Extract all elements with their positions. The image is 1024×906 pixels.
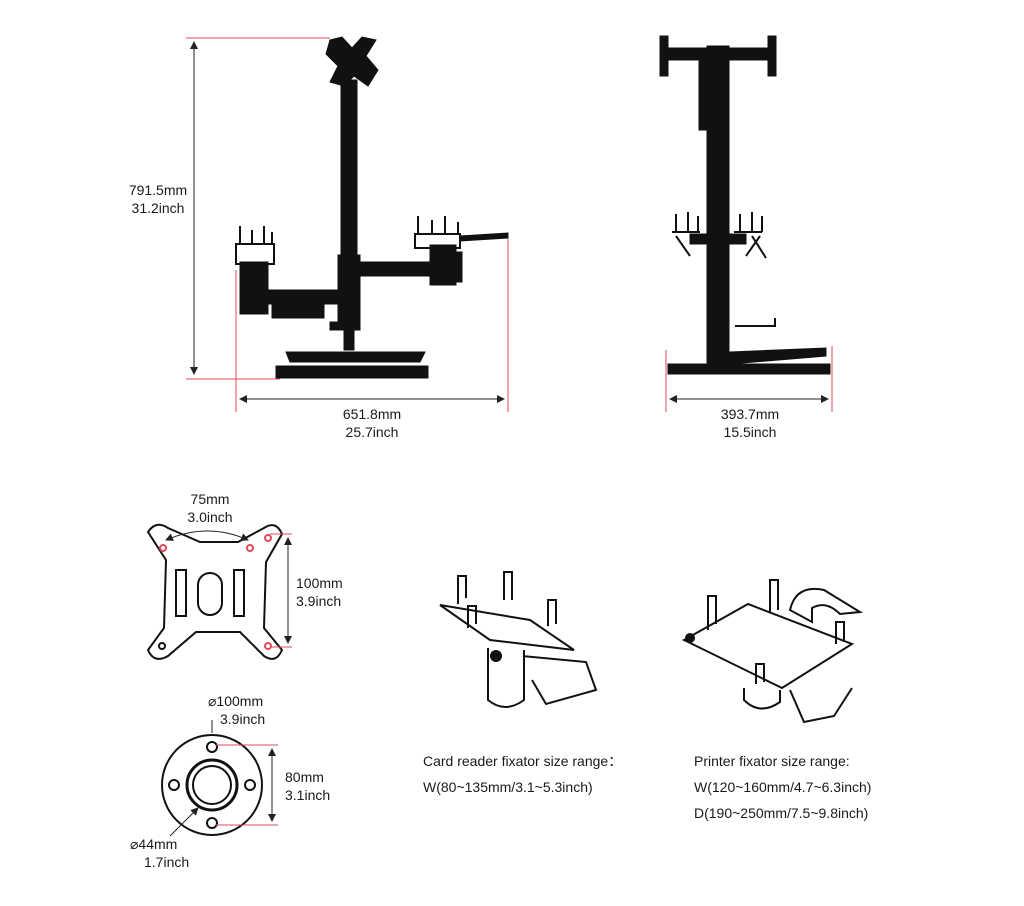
vesa-vertical-label: 100mm 3.9inch	[296, 574, 343, 610]
side-width-label: 651.8mm 25.7inch	[322, 405, 422, 441]
card-reader-fixator	[439, 571, 598, 708]
height-inch: 31.2inch	[131, 200, 185, 216]
side-view-dimensions	[186, 37, 509, 412]
front-base-slope	[729, 347, 827, 365]
flange-outer-diameter-mm: ⌀100mm	[208, 693, 264, 709]
vesa-vertical-inch: 3.9inch	[296, 593, 342, 609]
flange-inner-diameter-inch: 1.7inch	[144, 854, 190, 870]
printer-width-range: W(120~160mm/4.7~6.3inch)	[694, 779, 872, 795]
flange-hole-spacing-mm: 80mm	[285, 769, 324, 785]
vesa-horizontal-inch: 3.0inch	[187, 509, 233, 525]
printer-caption-block: Printer fixator size range: W(120~160mm/…	[694, 748, 871, 826]
front-width-inch: 15.5inch	[723, 424, 777, 440]
card-reader-caption: Card reader fixator size range：	[423, 753, 623, 769]
side-view-stand	[235, 36, 509, 379]
flange-outer-diameter-label: ⌀100mm 3.9inch	[208, 692, 265, 728]
flange-inner-diameter-mm: ⌀44mm	[130, 836, 178, 852]
card-reader-caption-block: Card reader fixator size range： W(80~135…	[423, 748, 622, 800]
vesa-dimensions	[165, 530, 292, 648]
vesa-plate	[146, 523, 284, 660]
printer-caption: Printer fixator size range:	[694, 753, 850, 769]
side-vesa-head	[325, 36, 379, 87]
flange-inner-diameter-label: ⌀44mm 1.7inch	[130, 835, 189, 871]
front-base-plate	[667, 363, 831, 375]
front-view-dimensions	[665, 346, 833, 412]
side-base-tray	[285, 351, 426, 363]
side-base-plate	[275, 365, 429, 379]
vesa-vertical-mm: 100mm	[296, 575, 343, 591]
vesa-horizontal-mm: 75mm	[190, 491, 230, 507]
vesa-horizontal-label: 75mm 3.0inch	[170, 490, 250, 526]
front-width-mm: 393.7mm	[720, 406, 780, 422]
printer-depth-range: D(190~250mm/7.5~9.8inch)	[694, 805, 869, 821]
front-width-label: 393.7mm 15.5inch	[700, 405, 800, 441]
height-mm: 791.5mm	[128, 182, 188, 198]
front-view-stand	[659, 35, 831, 375]
height-label: 791.5mm 31.2inch	[122, 181, 194, 217]
side-pole	[340, 79, 358, 266]
flange	[161, 734, 263, 836]
printer-fixator	[681, 579, 864, 724]
side-width-mm: 651.8mm	[342, 406, 402, 422]
flange-hole-spacing-label: 80mm 3.1inch	[285, 768, 330, 804]
flange-hole-spacing-inch: 3.1inch	[285, 787, 331, 803]
flange-dimensions	[169, 720, 278, 837]
flange-outer-diameter-inch: 3.9inch	[220, 711, 266, 727]
side-width-inch: 25.7inch	[345, 424, 399, 440]
card-reader-width-range: W(80~135mm/3.1~5.3inch)	[423, 779, 593, 795]
